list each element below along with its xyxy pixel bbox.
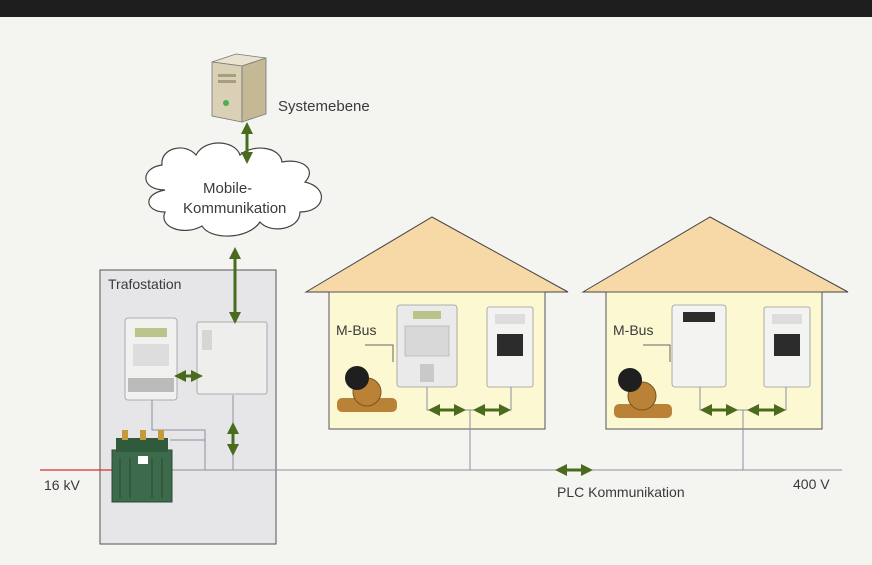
mbus-right-label: M-Bus [613, 322, 654, 338]
trafo-wire-meter [151, 400, 206, 470]
water-meter-icon [337, 366, 397, 412]
systemebene-label: Systemebene [278, 98, 370, 115]
water-meter-icon [614, 368, 672, 418]
mbus-left-leader [365, 344, 394, 362]
smart-meter-icon [671, 304, 727, 388]
cloud-label-line2: Kommunikation [183, 200, 287, 217]
cloud-icon [145, 142, 323, 237]
trafostation-box [99, 269, 277, 545]
plc-label: PLC Kommunikation [557, 484, 685, 500]
mbus-left-label: M-Bus [336, 322, 377, 338]
transformer-icon [111, 430, 173, 503]
top-bar [0, 0, 872, 17]
electricity-meter-icon [396, 304, 458, 388]
trafostation-label: Trafostation [108, 276, 182, 292]
voltage-16kv-label: 16 kV [44, 477, 80, 493]
mbus-right-leader [643, 344, 671, 362]
smart-meter-icon [486, 306, 534, 388]
house-left-bus [426, 385, 512, 411]
server-icon [211, 53, 267, 123]
smart-meter-icon [763, 306, 811, 388]
cloud-label-line1: Mobile- [203, 180, 253, 197]
voltage-400v-label: 400 V [793, 476, 830, 492]
electricity-meter-icon [124, 317, 178, 401]
gateway-icon [196, 321, 268, 395]
